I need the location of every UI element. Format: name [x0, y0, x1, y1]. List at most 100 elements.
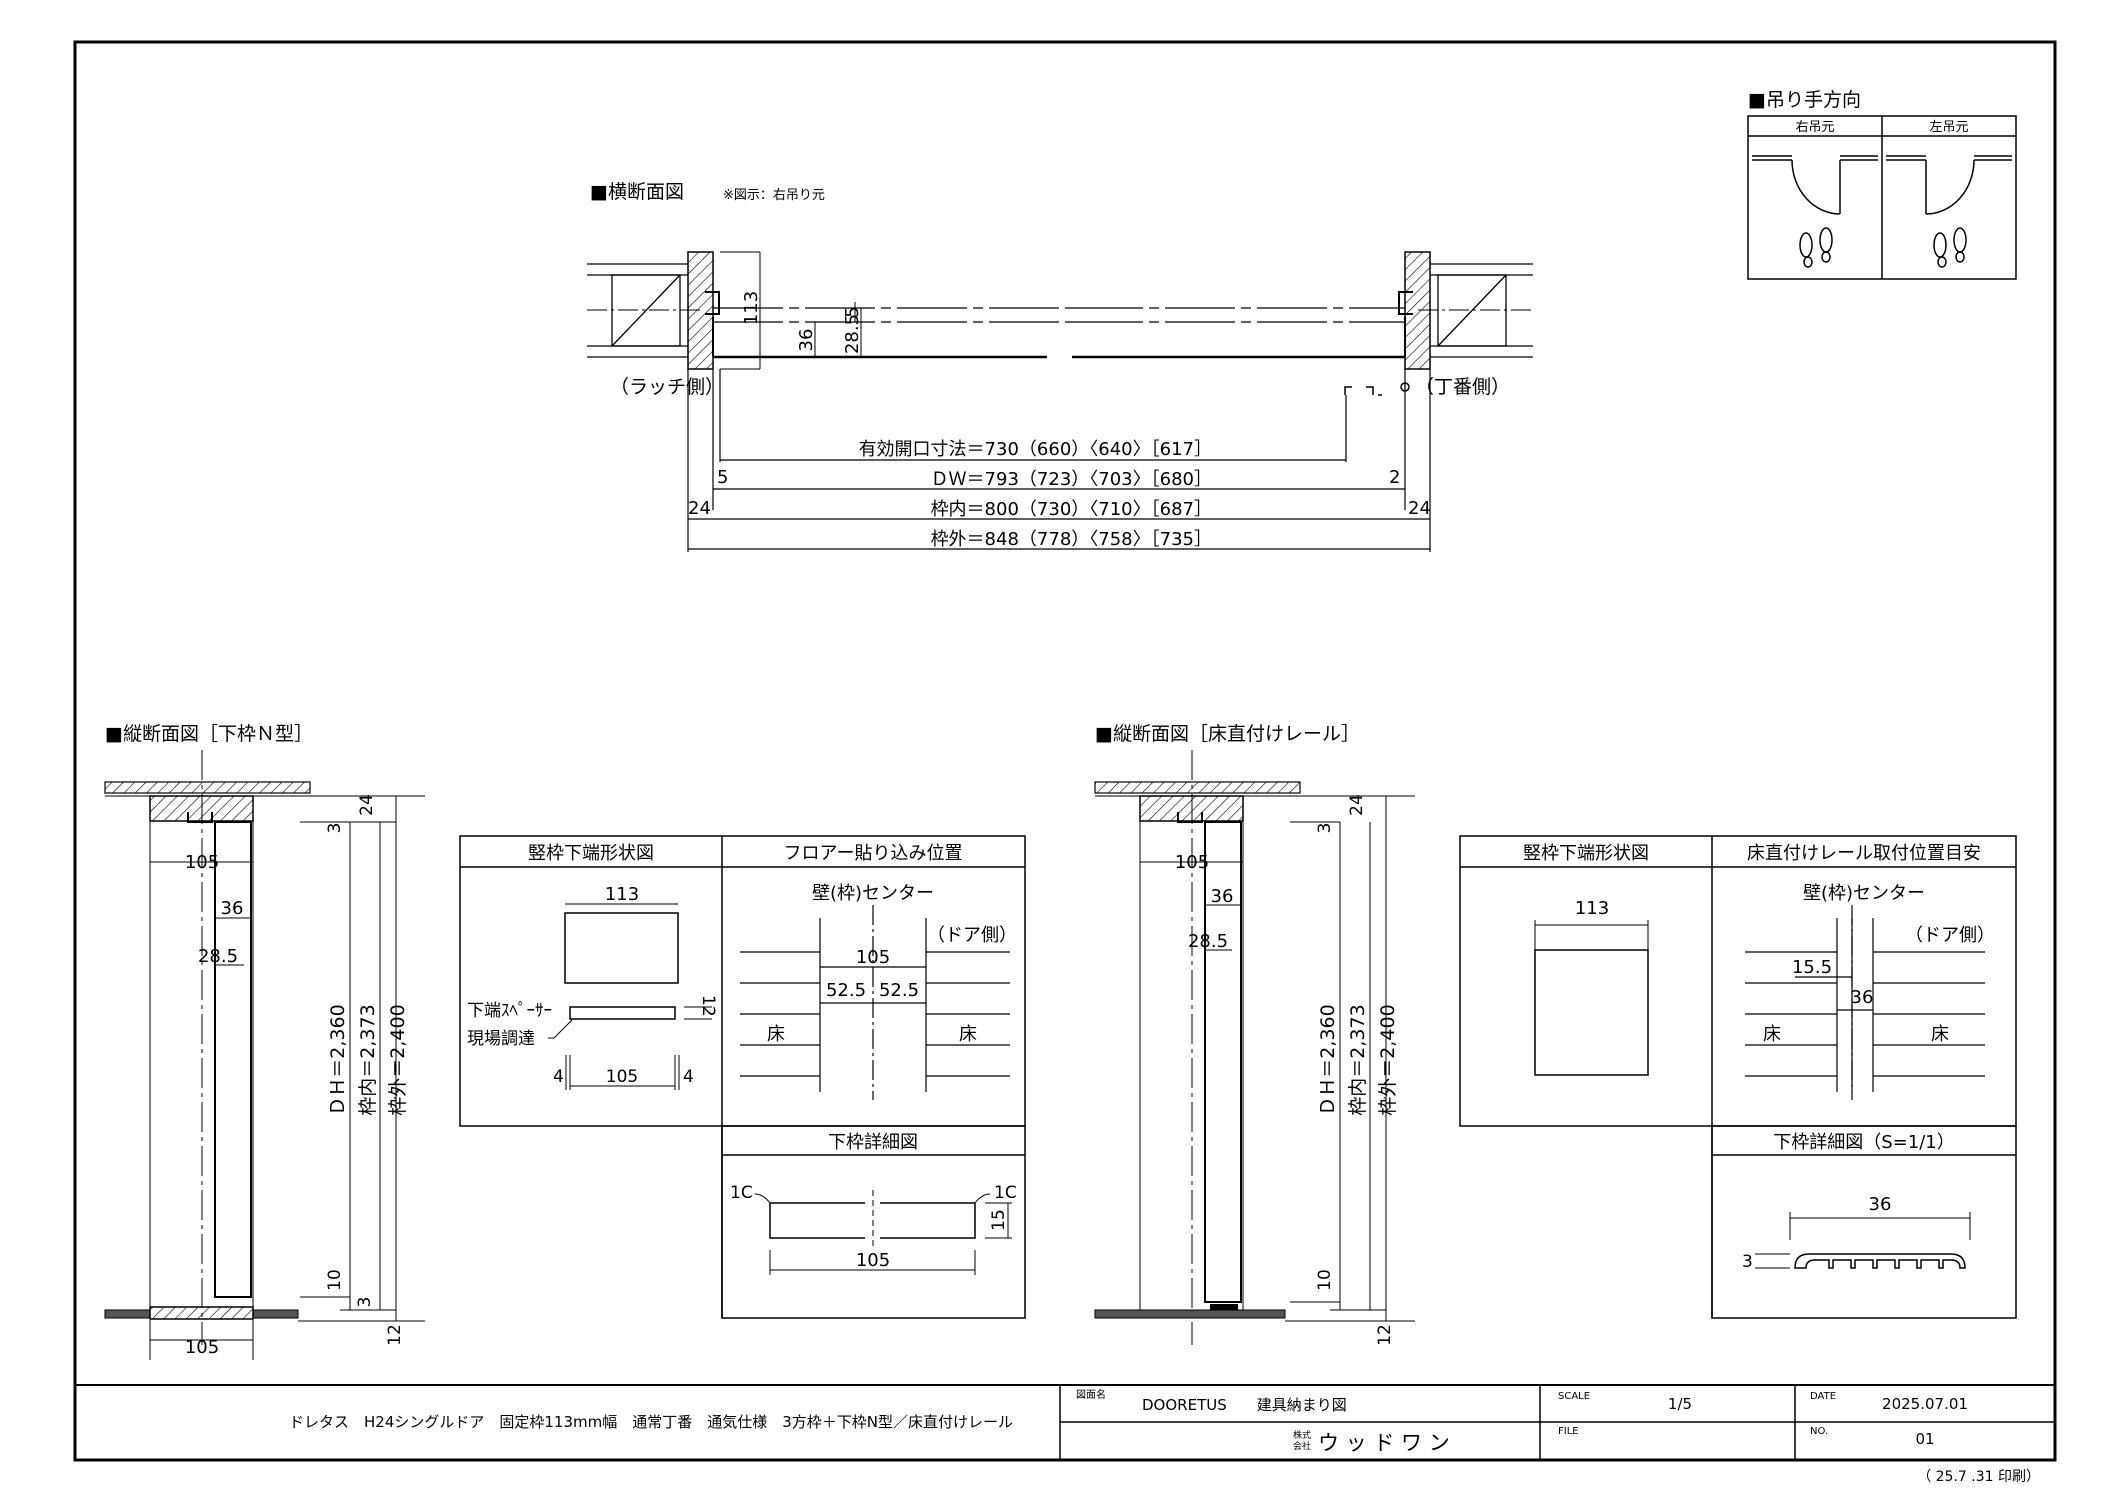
wall-center-label: 壁(枠)センター [1803, 883, 1925, 904]
frame-inner-dim: 枠内＝2,373 [1347, 1004, 1369, 1115]
drawing-description: ドレタス H24シングルドア 固定枠113mm幅 通常丁番 通気仕様 3方枠＋下… [289, 1413, 1013, 1431]
dim-36: 36 [221, 898, 244, 919]
bottom-detail-title: 下枠詳細図 [828, 1132, 918, 1153]
dim-3-bottom: 3 [355, 1297, 375, 1308]
width-dimension-lines [687, 369, 1431, 552]
dh-dim: ＤＨ＝2,360 [1317, 1004, 1339, 1115]
door-leaf-section [712, 307, 1406, 359]
dim-52-5-left: 52.5 [826, 980, 866, 1001]
hinge-right-label: 右吊元 [1795, 120, 1834, 135]
no-label: NO. [1810, 1426, 1828, 1437]
jamb-bottom-shape [1534, 949, 1649, 1076]
rail-position-title: 床直付けレール取付位置目安 [1747, 843, 1981, 864]
dim-15: 15 [989, 1209, 1009, 1231]
door-leaf [1204, 821, 1242, 1303]
hinge-left-label: 左吊元 [1929, 120, 1968, 135]
bottom-sill-n [149, 1306, 254, 1320]
dim-36: 36 [1211, 886, 1234, 907]
dim-12: 12 [385, 1324, 405, 1346]
dim-24: 24 [357, 794, 377, 816]
dim-28-5: 28.5 [842, 314, 863, 354]
effective-opening-dim: 有効開口寸法＝730（660）〈640〉［617］ [859, 439, 1212, 460]
horizontal-section-note: ※図示：右吊り元 [723, 188, 825, 203]
door-leaf [214, 821, 252, 1298]
spacer-shape [569, 1006, 676, 1020]
dim-24-right: 24 [1408, 498, 1431, 519]
dim-4-left: 4 [553, 1067, 564, 1087]
vertical-section-n: ■縦断面図［下枠Ｎ型］ [104, 723, 425, 1360]
dim-2-right: 2 [1389, 467, 1400, 488]
dim-5-left: 5 [717, 467, 728, 488]
jamb-bottom-shape [564, 912, 679, 984]
dim-10: 10 [325, 1269, 345, 1291]
frame-outer-dim: 枠外＝2,400 [387, 1004, 409, 1115]
dim-4-right: 4 [683, 1067, 694, 1087]
vertical-section-rail: ■縦断面図［床直付けレール］ 105 36 28.5 ＤＨ＝2,360 枠内＝2… [1094, 723, 1415, 1346]
scale-label: SCALE [1558, 1391, 1590, 1402]
dim-36: 36 [796, 329, 817, 352]
leaf-thickness-dims [720, 251, 862, 370]
floor-right-label: 床 [959, 1024, 977, 1045]
horizontal-section-title: ■横断面図 [590, 181, 684, 203]
dim-105-bottom: 105 [185, 1337, 219, 1358]
drawing-name-label: 図面名 [1076, 1388, 1106, 1401]
dim-105-top: 105 [185, 852, 219, 873]
floor-rail-profile [1794, 1253, 1966, 1269]
detail-n: 竪枠下端形状図 フロアー貼り込み位置 下枠詳細図 113 12 下端ｽﾍﾟｰｻｰ… [459, 835, 1026, 1319]
dim-113: 113 [605, 884, 639, 905]
company-label-2: 会社 [1293, 1440, 1311, 1452]
dim-28-5: 28.5 [198, 946, 238, 967]
company-label-1: 株式 [1293, 1429, 1311, 1441]
dim-105-detail: 105 [856, 1250, 890, 1271]
dw-dim: ＤＷ＝793（723）〈703〉［680］ [931, 469, 1212, 490]
floor-left-label: 床 [767, 1024, 785, 1045]
dim-36-detail: 36 [1869, 1194, 1892, 1215]
dim-10: 10 [1315, 1269, 1335, 1291]
bottom-sill-detail [754, 1190, 1012, 1275]
dim-105-floor: 105 [856, 947, 890, 968]
dim-105: 105 [606, 1067, 638, 1087]
floor-right-label: 床 [1931, 1024, 1949, 1045]
dim-113: 113 [1575, 898, 1609, 919]
dh-dim: ＤＨ＝2,360 [327, 1004, 349, 1115]
frame-outer-dim: 枠外＝848（778）〈758〉［735］ [931, 529, 1212, 550]
floor-position-title: フロアー貼り込み位置 [784, 843, 963, 864]
frame-inner-dim: 枠内＝2,373 [357, 1004, 379, 1115]
drawing-name: DOORETUS 建具納まり図 [1142, 1396, 1347, 1414]
horizontal-section: ■横断面図 ※図示：右吊り元 [587, 181, 1533, 552]
scale-value: 1/5 [1668, 1395, 1692, 1413]
door-side-label: （ドア側） [1905, 925, 1995, 946]
hinge-direction-title: ■吊り手方向 [1748, 89, 1861, 111]
right-hinge-bracket [1398, 291, 1413, 315]
vertical-n-title: ■縦断面図［下枠Ｎ型］ [105, 723, 313, 745]
rail-position-lines [1745, 905, 1985, 1100]
title-block: ドレタス H24シングルドア 固定枠113mm幅 通常丁番 通気仕様 3方枠＋下… [75, 1384, 2055, 1485]
print-date: （ 25.7 .31 印刷） [1917, 1469, 2040, 1485]
right-hung-swing-icon [1752, 155, 1878, 215]
bottom-shape-title: 竪枠下端形状図 [528, 843, 654, 864]
chamfer-left: 1C [730, 1183, 753, 1203]
spacer-label: 下端ｽﾍﾟｰｻｰ [467, 1001, 552, 1021]
latch-side-label: （ラッチ側） [610, 376, 724, 398]
left-latch-bracket [705, 291, 720, 315]
left-jamb [687, 251, 714, 370]
dim-36: 36 [1851, 987, 1874, 1008]
sheet-border [73, 40, 2057, 1462]
no-value: 01 [1915, 1430, 1934, 1448]
dim-113: 113 [741, 291, 762, 325]
frame-outer-dim: 枠外＝2,400 [1377, 1004, 1399, 1115]
floor-position-lines [740, 905, 1010, 1100]
date-value: 2025.07.01 [1882, 1395, 1968, 1413]
frame-inner-dim: 枠内＝800（730）〈710〉［687］ [931, 499, 1212, 520]
dim-15-5: 15.5 [1792, 957, 1832, 978]
bottom-shape-title: 竪枠下端形状図 [1523, 843, 1649, 864]
footprints-icon [1933, 227, 1967, 268]
left-hung-swing-icon [1886, 155, 2012, 215]
hinge-direction: ■吊り手方向 右吊元 左吊元 [1747, 89, 2017, 280]
chamfer-right: 1C [994, 1183, 1017, 1203]
company-name: ウ ッ ド ワ ン [1318, 1431, 1450, 1455]
vertical-rail-title: ■縦断面図［床直付けレール］ [1095, 723, 1360, 745]
dim-12: 12 [1375, 1324, 1395, 1346]
door-side-label: （ドア側） [927, 925, 1017, 946]
